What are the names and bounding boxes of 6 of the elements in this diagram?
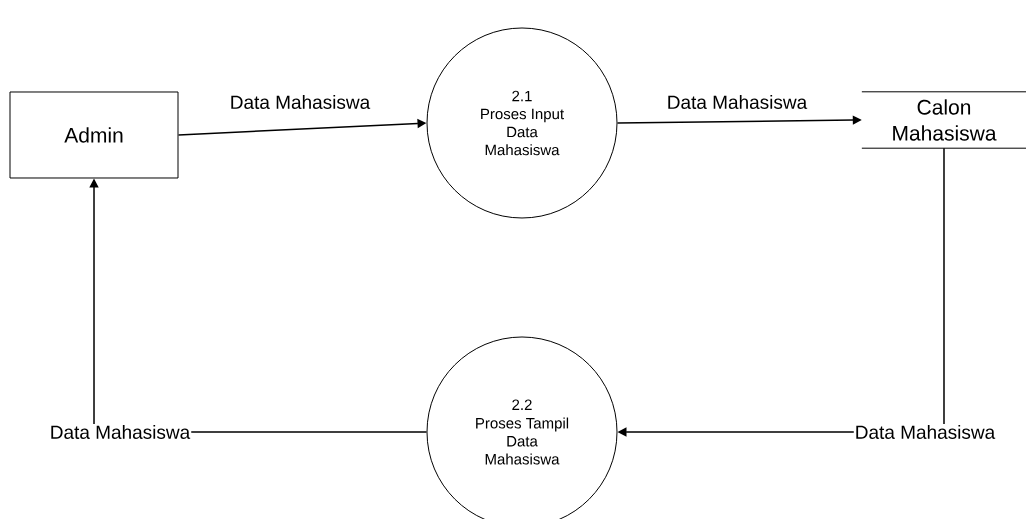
edge-label: Data Mahasiswa bbox=[48, 424, 192, 440]
data-store: Calon Mahasiswa bbox=[861, 91, 1026, 149]
entity-box: Admin bbox=[9, 91, 179, 179]
edge-label: Data Mahasiswa bbox=[853, 424, 997, 440]
edge-label: Data Mahasiswa bbox=[228, 94, 372, 110]
edge-label: Data Mahasiswa bbox=[665, 94, 809, 110]
